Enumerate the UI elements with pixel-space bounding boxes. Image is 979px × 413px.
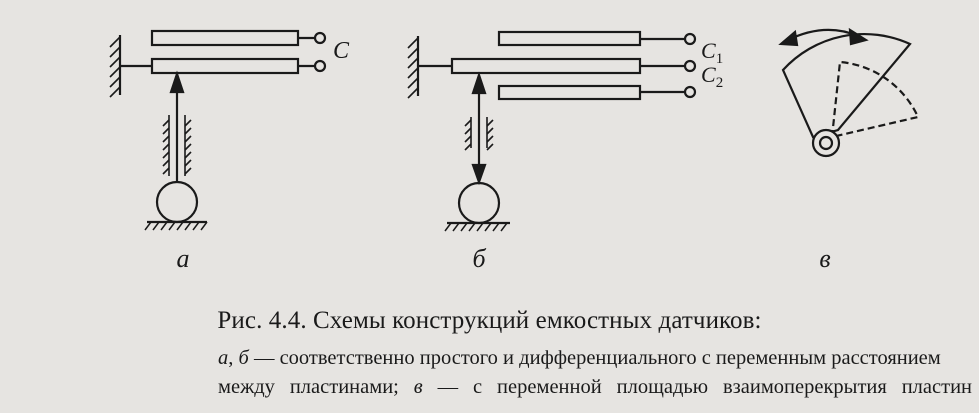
pivot-inner-icon [818,135,834,151]
ball-icon [155,180,199,224]
terminal-label-c2: C2 [701,62,723,91]
wall-support-icon [407,36,452,99]
panel-label-a: а [176,244,190,273]
panel-label-b: б [472,244,486,273]
sector-plate-fixed [781,33,912,139]
capacitor-plate-movable [450,57,642,75]
figure-diagrams: C [109,27,920,232]
arrow-up-icon [471,71,487,95]
panel-a-diagram: C [109,29,350,231]
panel-v-diagram [778,27,920,158]
legend-line-1: а, б — соответственно простого и диффере… [218,347,941,369]
terminal-icon [313,59,327,73]
terminal-icon [313,31,327,45]
capacitor-plate-upper [497,30,642,47]
terminal-icon [683,59,697,73]
terminal-label-c: C [333,38,350,64]
sector-plate-movable [830,60,920,139]
capacitor-plate-movable [150,57,300,75]
capacitor-plate-fixed [150,29,300,47]
figure-caption: Рис. 4.4. Схемы конструкций емкостных да… [217,307,762,334]
pivot-outer-icon [811,128,841,158]
panel-b-diagram: C1 C2 [407,30,723,232]
terminal-icon [683,32,697,46]
capacitor-plate-lower [497,84,642,101]
ground-hatch-icon [444,221,510,232]
guide-hatch-icon [162,115,192,176]
ball-icon [457,181,501,225]
guide-hatch-icon [464,117,494,151]
ground-hatch-icon [144,220,208,231]
arrow-up-icon [169,70,185,94]
panel-label-v: в [819,244,831,273]
legend-line-2: между пластинами; в — с переменной площа… [218,376,973,398]
wall-support-icon [109,35,152,98]
terminal-icon [683,85,697,99]
terminal-label-c1: C1 [701,38,723,67]
arrow-down-icon [471,163,487,186]
